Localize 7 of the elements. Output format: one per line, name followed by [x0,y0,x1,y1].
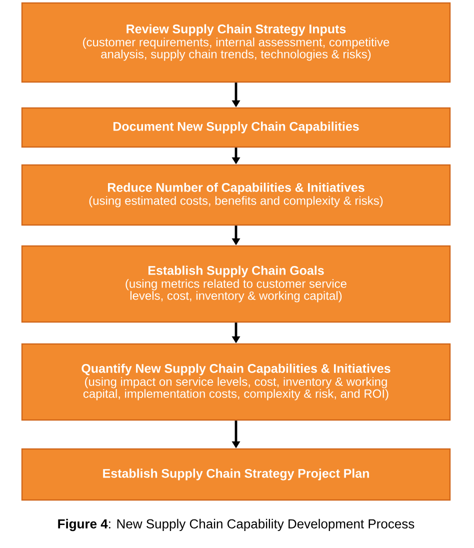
process-box: Reduce Number of Capabilities & Initiatives (using estimated costs, benefits and complexity & risks) [21,164,451,226]
process-box: Establish Supply Chain Strategy Project Plan [21,448,451,501]
process-box: Document New Supply Chain Capabilities [21,107,451,148]
process-box: Quantify New Supply Chain Capabilities & Initiatives (using impact on service levels, cost, inventory & working capital, implementation costs, complexity & risk, and ROI) [21,343,451,421]
caption: Figure 4: New Supply Chain Capability Development Process [58,518,414,532]
process-box: Establish Supply Chain Goals (using metrics related to customer service levels, cost, inventory & working capital) [21,245,451,323]
process-box: Review Supply Chain Strategy Inputs (customer requirements, internal assessment, competitive analysis, supply chain trends, technologies & risks) [21,2,451,83]
